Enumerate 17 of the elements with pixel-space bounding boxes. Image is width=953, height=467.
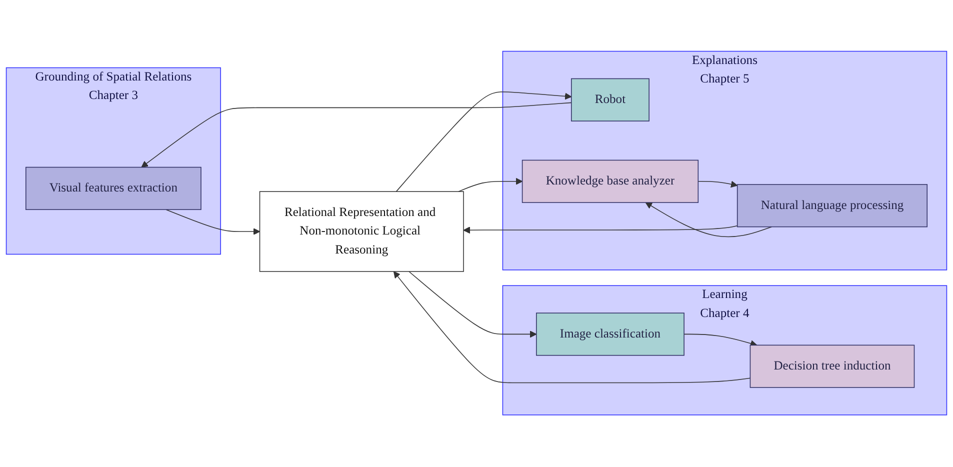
arrow xyxy=(684,334,758,348)
node-box: Knowledge base analyzer xyxy=(522,160,699,204)
arrow xyxy=(408,272,537,338)
node-box: Image classification xyxy=(536,313,684,356)
arrow xyxy=(396,92,572,192)
arrow xyxy=(458,178,523,192)
node-box: Relational Representation and Non-monotonic Logical Reasoning xyxy=(259,192,464,272)
arrow xyxy=(393,272,751,384)
node-box: Natural language processing xyxy=(736,184,928,228)
node-box: Visual features extraction xyxy=(25,167,202,210)
arrow xyxy=(463,226,738,234)
node-box: Decision tree induction xyxy=(750,345,915,388)
node-box: Robot xyxy=(571,78,650,122)
arrow xyxy=(645,202,772,238)
arrow xyxy=(166,210,260,236)
arrow xyxy=(141,102,572,168)
arrow xyxy=(698,181,738,188)
